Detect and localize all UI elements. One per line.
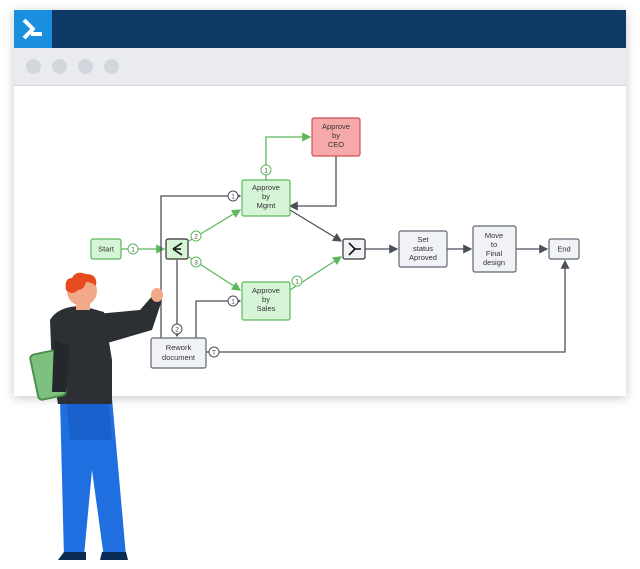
node-rework-document[interactable]: Rework document [150,337,207,369]
svg-text:CEO: CEO [328,140,344,149]
svg-text:status: status [413,244,433,253]
title-bar [14,10,626,48]
svg-text:Approve: Approve [252,286,280,295]
svg-text:1: 1 [231,299,235,306]
toolbar-dot-1[interactable] [26,59,41,74]
diagram-canvas[interactable]: 1 2 3 1 1 1 1 2 T Start Approve [14,86,626,396]
workflow-diagram: 1 2 3 1 1 1 1 2 T Start Approve [90,117,580,369]
svg-text:1: 1 [295,279,299,286]
svg-text:Approve: Approve [252,183,280,192]
svg-text:End: End [557,245,570,254]
badge-split-mgmt: 2 [190,230,202,242]
svg-text:3: 3 [194,260,198,267]
badge-split-sales: 3 [190,256,202,268]
app-window: 1 2 3 1 1 1 1 2 T Start Approve [14,10,626,396]
svg-text:by: by [332,131,340,140]
svg-text:Set: Set [417,235,429,244]
svg-text:Move: Move [485,231,503,240]
person-hand [151,288,163,302]
node-split-gateway[interactable] [165,238,189,260]
svg-text:Approve: Approve [322,122,350,131]
badge-rework-end: T [208,346,220,358]
svg-text:Aproved: Aproved [409,253,437,262]
badge-mgmt-ceo: 1 [260,164,272,176]
badge-start-split: 1 [127,243,139,255]
toolbar [14,48,626,86]
badge-to-mgmt: 1 [227,190,239,202]
svg-text:by: by [262,295,270,304]
svg-text:by: by [262,192,270,201]
node-move-final-design[interactable]: Move to Final design [472,225,517,273]
edges [121,132,570,353]
badge-split-rework: 2 [171,323,183,335]
badge-to-sales: 1 [227,295,239,307]
svg-text:Mgmt: Mgmt [257,201,277,210]
svg-text:T: T [212,350,216,357]
edge-mgmt-join [289,209,343,242]
toolbar-dot-3[interactable] [78,59,93,74]
svg-text:1: 1 [231,194,235,201]
node-approve-sales[interactable]: Approve by Sales [241,281,291,321]
bricsys-logo-icon[interactable] [14,10,52,48]
edge-label-badges: 1 2 3 1 1 1 1 2 T [127,164,303,358]
node-join-gateway[interactable] [342,238,366,260]
node-set-status[interactable]: Set status Aproved [398,230,448,268]
svg-text:Sales: Sales [257,304,276,313]
node-approve-ceo[interactable]: Approve by CEO [311,117,361,157]
node-approve-mgmt[interactable]: Approve by Mgmt [241,179,291,217]
person-hair [65,272,97,293]
node-start-label: Start [98,245,115,254]
edge-rework-sales [195,296,242,338]
badge-sales-join: 1 [291,275,303,287]
node-end[interactable]: End [548,238,580,260]
svg-text:to: to [491,240,497,249]
svg-text:1: 1 [131,247,135,254]
svg-text:design: design [483,258,505,267]
toolbar-dot-2[interactable] [52,59,67,74]
svg-text:2: 2 [175,327,179,334]
node-start[interactable]: Start [90,238,122,260]
svg-text:Rework: Rework [166,343,192,352]
person-arm [96,294,162,344]
edge-ceo-mgmt [288,156,337,211]
svg-text:document: document [162,353,196,362]
svg-text:2: 2 [194,234,198,241]
svg-text:1: 1 [264,168,268,175]
toolbar-dot-4[interactable] [104,59,119,74]
svg-text:Final: Final [486,249,503,258]
edge-rework-end [206,259,570,353]
